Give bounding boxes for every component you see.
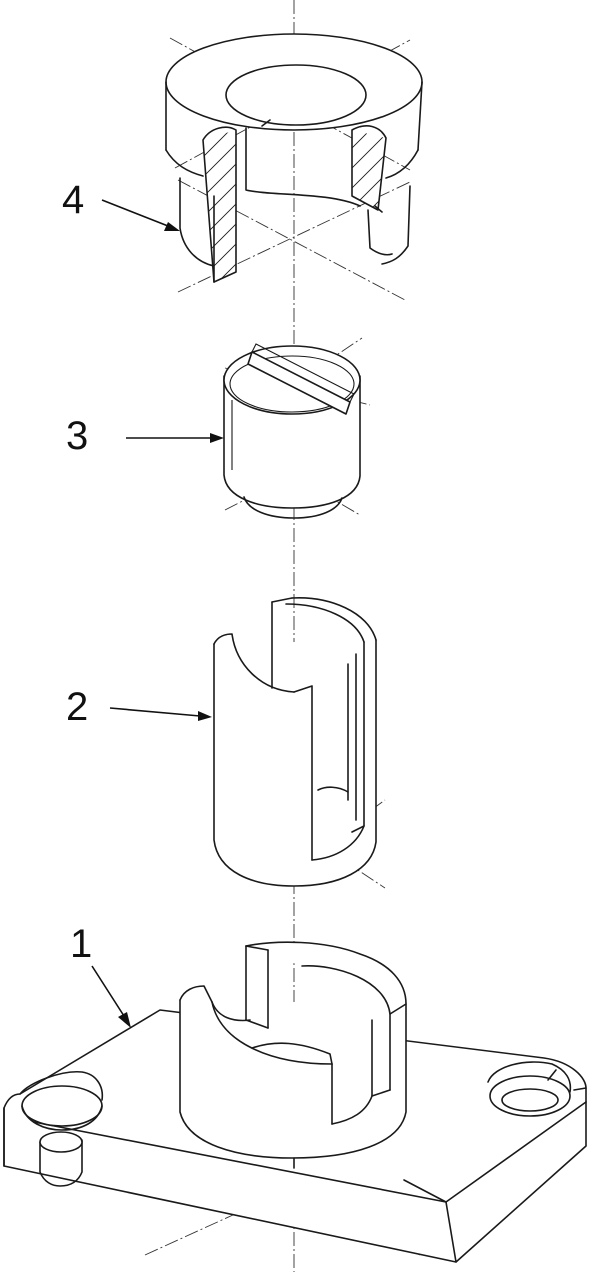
callout-label-1: 1 <box>70 922 92 966</box>
callout-4: 4 <box>62 178 180 231</box>
part-4-flanged-bushing <box>165 33 423 301</box>
callout-2: 2 <box>66 685 212 729</box>
part-2-split-sleeve <box>213 597 386 889</box>
callout-label-3: 3 <box>66 414 88 458</box>
callout-label-4: 4 <box>62 178 84 222</box>
callout-1: 1 <box>70 922 131 1028</box>
callout-label-2: 2 <box>66 685 88 729</box>
part-3-slotted-plug <box>223 337 371 519</box>
part-1-base-plate <box>3 941 587 1263</box>
callout-3: 3 <box>66 414 224 458</box>
